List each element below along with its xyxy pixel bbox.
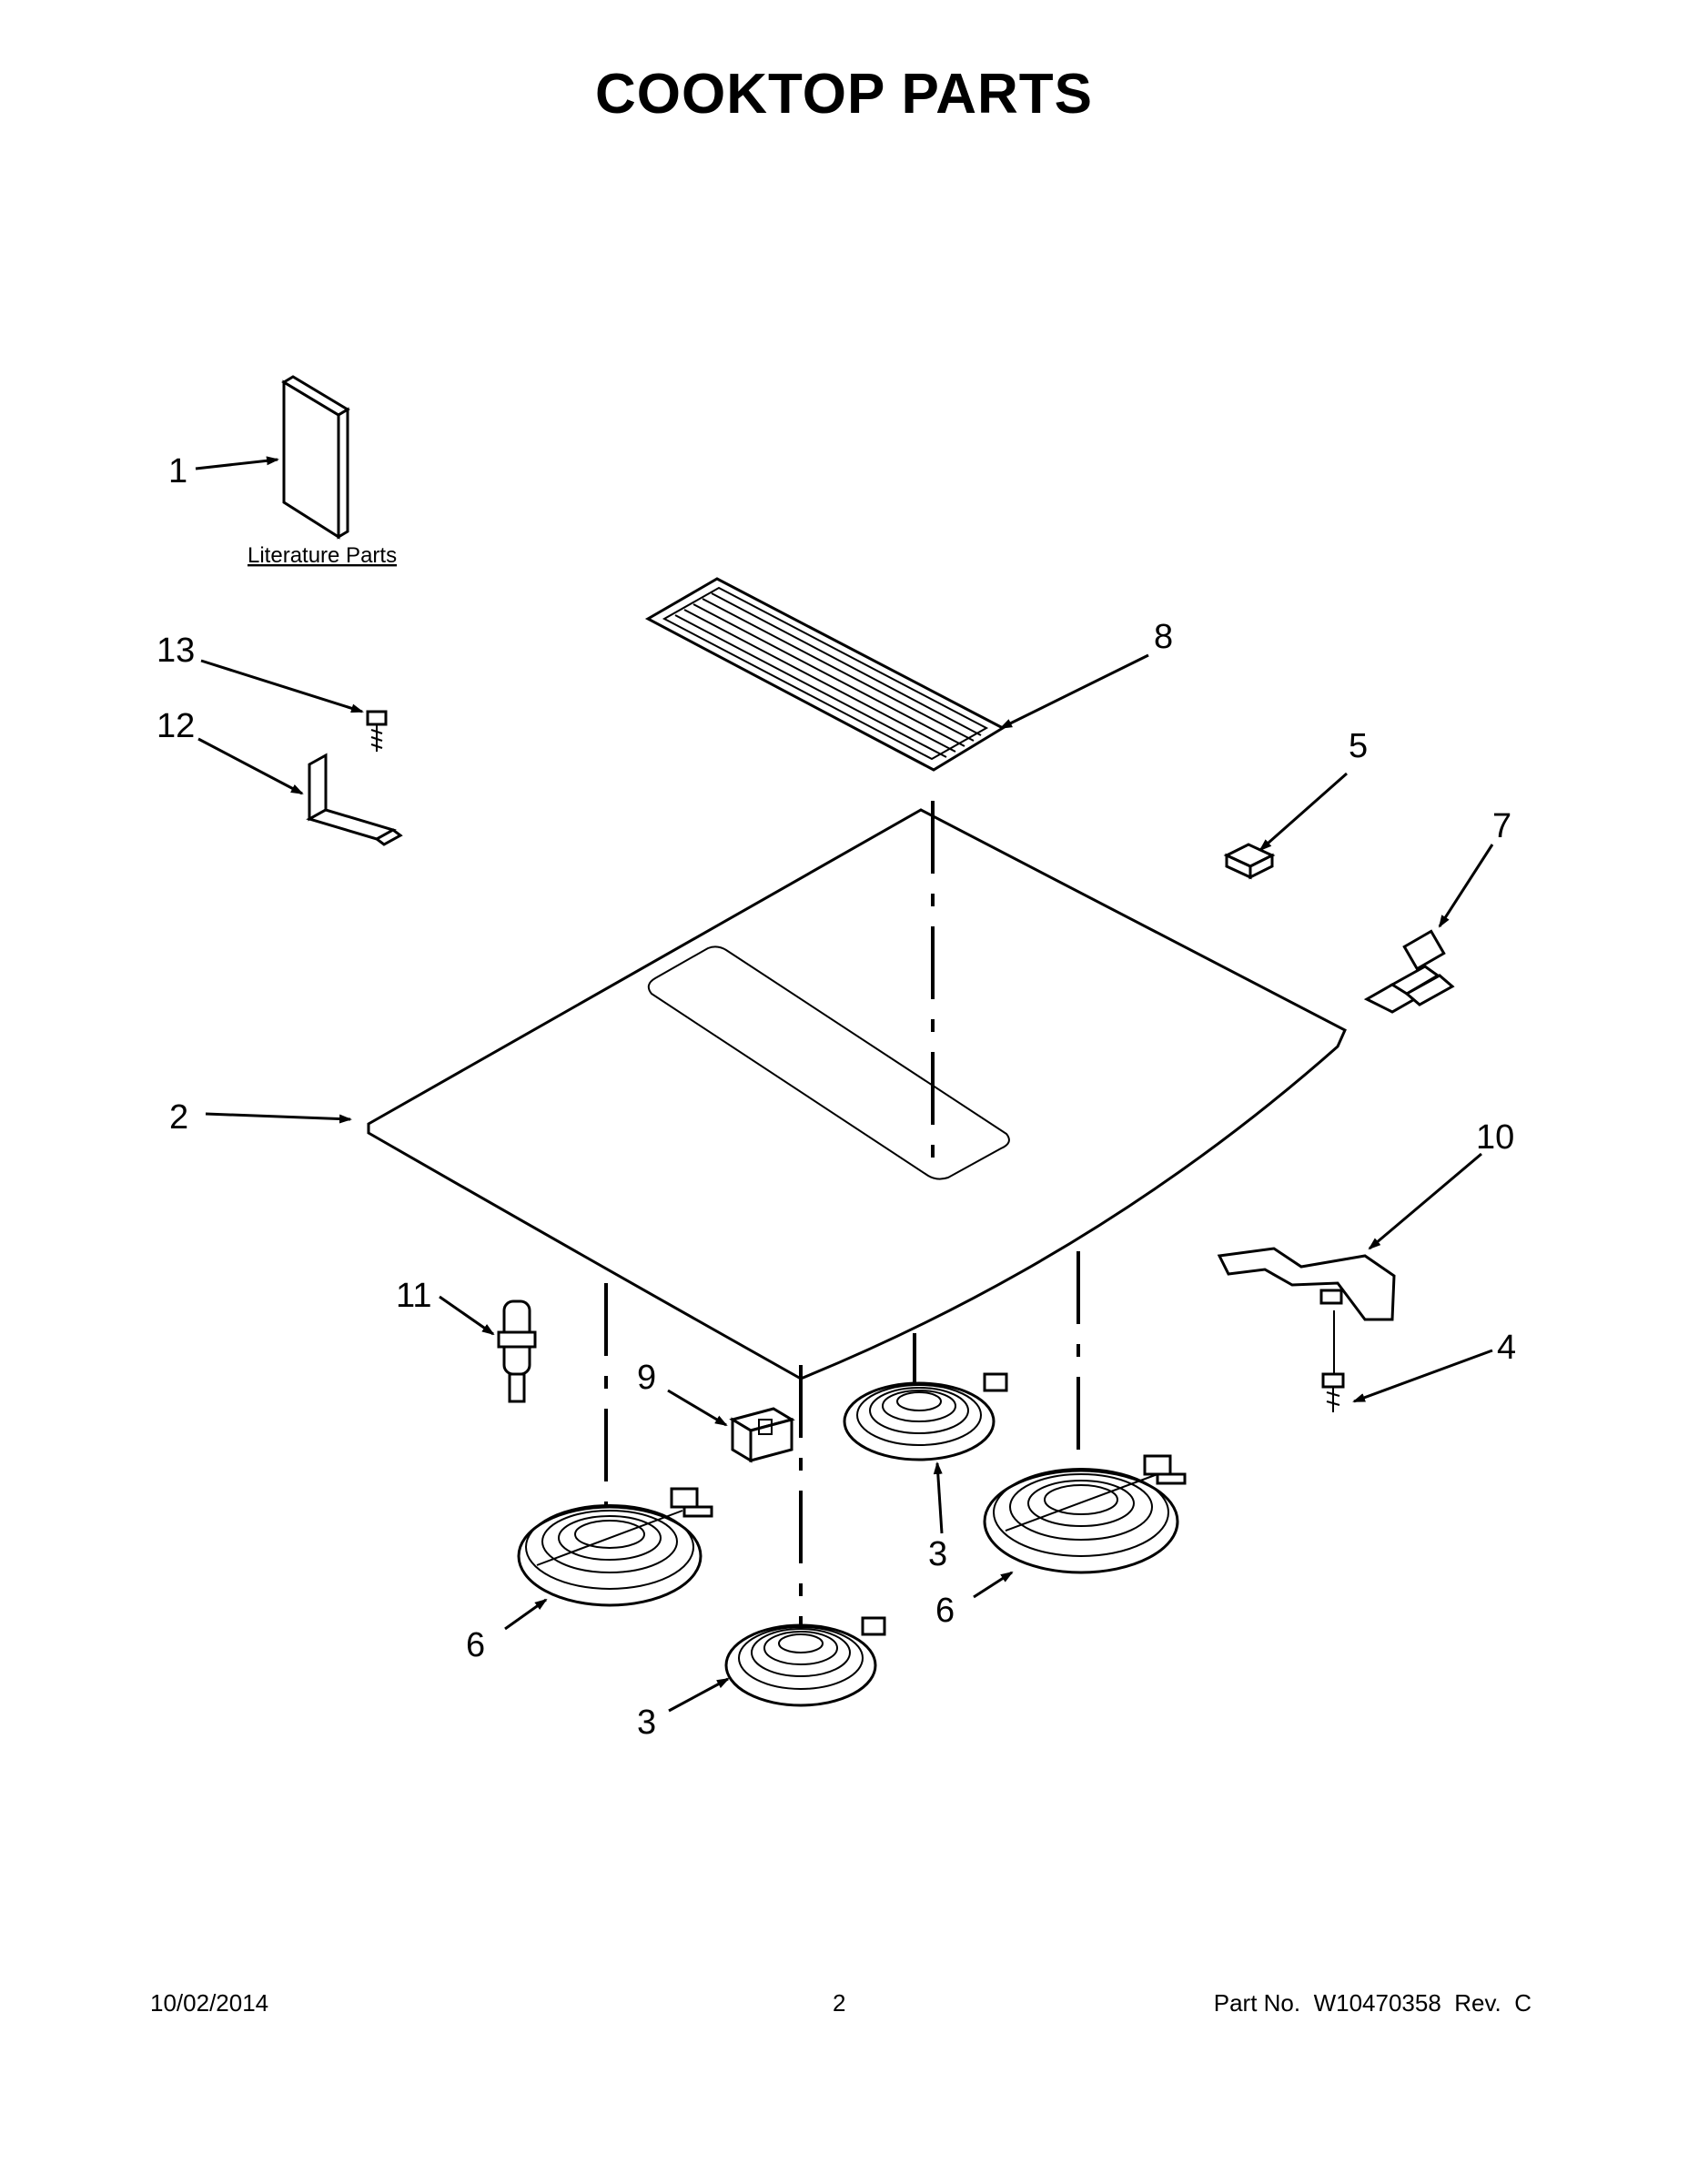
screw-bottom xyxy=(1321,1310,1345,1412)
callout-1: 1 xyxy=(168,452,187,490)
callout-6-right: 6 xyxy=(935,1592,955,1630)
callout-9: 9 xyxy=(637,1359,656,1397)
large-element-left xyxy=(517,1487,713,1607)
callout-13: 13 xyxy=(157,632,195,670)
callout-11: 11 xyxy=(396,1277,431,1315)
callout-5: 5 xyxy=(1349,727,1368,765)
callout-7: 7 xyxy=(1492,807,1511,845)
footer-date: 10/02/2014 xyxy=(150,1989,269,2017)
footer-page-number: 2 xyxy=(833,1989,846,2017)
large-element-right xyxy=(983,1454,1187,1574)
callout-4: 4 xyxy=(1497,1329,1516,1367)
literature-booklet xyxy=(281,375,350,540)
footer-part-number: Part No. W10470358 Rev. C xyxy=(1213,1989,1531,2017)
callout-8: 8 xyxy=(1154,618,1173,656)
callout-6-left: 6 xyxy=(466,1626,485,1664)
spacer-pad xyxy=(1223,843,1276,880)
callout-3-center: 3 xyxy=(928,1535,947,1573)
small-element-center xyxy=(843,1372,1008,1461)
support-bracket xyxy=(306,753,403,846)
leader-arrows xyxy=(195,456,1494,1713)
callout-2: 2 xyxy=(169,1098,188,1137)
callout-3-front: 3 xyxy=(637,1704,656,1742)
callout-12: 12 xyxy=(157,707,195,745)
mounting-clip xyxy=(1363,929,1455,1014)
small-element-front xyxy=(724,1616,886,1707)
vent-grille xyxy=(644,577,1006,772)
wire-bracket xyxy=(1217,1247,1396,1321)
page-title: COOKTOP PARTS xyxy=(595,63,1093,126)
callout-10: 10 xyxy=(1476,1118,1514,1157)
surface-switch xyxy=(497,1299,537,1403)
literature-parts-label: Literature Parts xyxy=(248,543,397,568)
terminal-block xyxy=(729,1407,795,1463)
screw-top xyxy=(366,710,388,752)
cooktop-glass xyxy=(367,808,1347,1380)
